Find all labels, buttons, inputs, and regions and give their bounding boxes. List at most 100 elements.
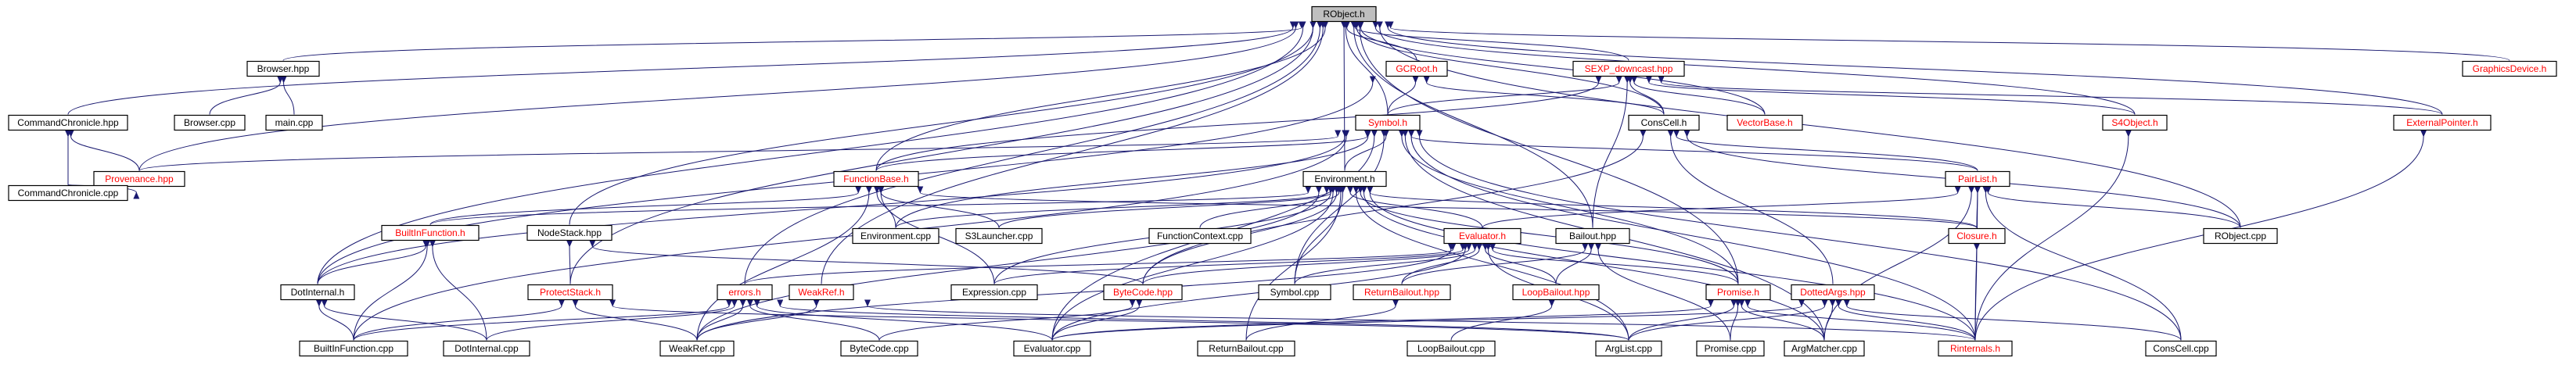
node-box[interactable] xyxy=(381,224,480,241)
node-rinternals-h[interactable]: Rinternals.h xyxy=(1938,340,2013,357)
node-browser-hpp[interactable]: Browser.hpp xyxy=(246,60,320,77)
node-weakref-h[interactable]: WeakRef.h xyxy=(789,284,854,301)
node-box[interactable] xyxy=(950,284,1038,301)
node-sexp-downcast-hpp[interactable]: SEXP_downcast.hpp xyxy=(1572,60,1685,77)
node-box[interactable] xyxy=(2462,60,2557,77)
node-box[interactable] xyxy=(2393,114,2492,131)
node-box[interactable] xyxy=(443,340,530,357)
node-environment-cpp[interactable]: Environment.cpp xyxy=(852,227,940,245)
node-weakref-cpp[interactable]: WeakRef.cpp xyxy=(659,340,735,357)
node-box[interactable] xyxy=(2203,227,2278,245)
node-box[interactable] xyxy=(955,227,1043,245)
node-box[interactable] xyxy=(1572,60,1685,77)
node-closure-h[interactable]: Closure.h xyxy=(1948,227,2006,245)
node-commandchronicle-hpp[interactable]: CommandChronicle.hpp xyxy=(8,114,128,131)
node-box[interactable] xyxy=(1705,284,1771,301)
node-box[interactable] xyxy=(1791,284,1875,301)
node-box[interactable] xyxy=(299,340,408,357)
node-box[interactable] xyxy=(717,284,773,301)
node-pairlist-h[interactable]: PairList.h xyxy=(1945,170,2010,188)
node-functioncontext-cpp[interactable]: FunctionContext.cpp xyxy=(1148,227,1252,245)
node-robject-cpp[interactable]: RObject.cpp xyxy=(2203,227,2278,245)
node-errors-h[interactable]: errors.h xyxy=(717,284,773,301)
node-box[interactable] xyxy=(1407,340,1496,357)
node-provenance-hpp[interactable]: Provenance.hpp xyxy=(93,170,185,188)
node-nodestack-hpp[interactable]: NodeStack.hpp xyxy=(526,224,613,241)
node-builtinfunction-cpp[interactable]: BuiltInFunction.cpp xyxy=(299,340,408,357)
node-protectstack-h[interactable]: ProtectStack.h xyxy=(527,284,613,301)
node-box[interactable] xyxy=(1311,5,1377,23)
node-arglist-cpp[interactable]: ArgList.cpp xyxy=(1595,340,1662,357)
node-evaluator-h[interactable]: Evaluator.h xyxy=(1443,227,1522,245)
node-conscell-h[interactable]: ConsCell.h xyxy=(1628,114,1700,131)
node-box[interactable] xyxy=(93,170,185,188)
node-box[interactable] xyxy=(174,114,246,131)
node-returnbailout-cpp[interactable]: ReturnBailout.cpp xyxy=(1197,340,1295,357)
node-box[interactable] xyxy=(840,340,918,357)
node-box[interactable] xyxy=(852,227,940,245)
node-box[interactable] xyxy=(265,114,323,131)
node-promise-cpp[interactable]: Promise.cpp xyxy=(1696,340,1765,357)
node-box[interactable] xyxy=(1726,114,1803,131)
node-s3launcher-cpp[interactable]: S3Launcher.cpp xyxy=(955,227,1043,245)
node-argmatcher-cpp[interactable]: ArgMatcher.cpp xyxy=(1784,340,1865,357)
node-box[interactable] xyxy=(1696,340,1765,357)
node-expression-cpp[interactable]: Expression.cpp xyxy=(950,284,1038,301)
node-s4object-h[interactable]: S4Object.h xyxy=(2102,114,2168,131)
node-box[interactable] xyxy=(1512,284,1600,301)
node-dotinternal-h[interactable]: DotInternal.h xyxy=(280,284,355,301)
node-gcroot-h[interactable]: GCRoot.h xyxy=(1385,60,1448,77)
node-graphicsdevice-h[interactable]: GraphicsDevice.h xyxy=(2462,60,2557,77)
node-bailout-hpp[interactable]: Bailout.hpp xyxy=(1555,227,1630,245)
node-box[interactable] xyxy=(1945,170,2010,188)
node-vectorbase-h[interactable]: VectorBase.h xyxy=(1726,114,1803,131)
node-box[interactable] xyxy=(526,224,613,241)
node-box[interactable] xyxy=(280,284,355,301)
node-box[interactable] xyxy=(1555,227,1630,245)
node-box[interactable] xyxy=(1353,284,1451,301)
node-box[interactable] xyxy=(8,184,128,202)
node-builtinfunction-h[interactable]: BuiltInFunction.h xyxy=(381,224,480,241)
node-box[interactable] xyxy=(246,60,320,77)
node-box[interactable] xyxy=(1013,340,1091,357)
node-box[interactable] xyxy=(1443,227,1522,245)
node-box[interactable] xyxy=(789,284,854,301)
node-box[interactable] xyxy=(1103,284,1183,301)
node-box[interactable] xyxy=(1258,284,1331,301)
node-robject-h[interactable]: RObject.h xyxy=(1311,5,1377,23)
node-browser-cpp[interactable]: Browser.cpp xyxy=(174,114,246,131)
node-main-cpp[interactable]: main.cpp xyxy=(265,114,323,131)
node-box[interactable] xyxy=(1948,227,2006,245)
node-box[interactable] xyxy=(1302,170,1387,188)
node-functionbase-h[interactable]: FunctionBase.h xyxy=(833,170,919,188)
node-box[interactable] xyxy=(527,284,613,301)
node-box[interactable] xyxy=(2145,340,2217,357)
node-evaluator-cpp[interactable]: Evaluator.cpp xyxy=(1013,340,1091,357)
node-symbol-cpp[interactable]: Symbol.cpp xyxy=(1258,284,1331,301)
node-loopbailout-cpp[interactable]: LoopBailout.cpp xyxy=(1407,340,1496,357)
node-box[interactable] xyxy=(1148,227,1252,245)
node-promise-h[interactable]: Promise.h xyxy=(1705,284,1771,301)
node-box[interactable] xyxy=(1595,340,1662,357)
node-bytecode-cpp[interactable]: ByteCode.cpp xyxy=(840,340,918,357)
node-box[interactable] xyxy=(1355,114,1421,131)
node-bytecode-hpp[interactable]: ByteCode.hpp xyxy=(1103,284,1183,301)
node-box[interactable] xyxy=(1385,60,1448,77)
node-dottedargs-hpp[interactable]: DottedArgs.hpp xyxy=(1791,284,1875,301)
node-box[interactable] xyxy=(833,170,919,188)
node-symbol-h[interactable]: Symbol.h xyxy=(1355,114,1421,131)
node-loopbailout-hpp[interactable]: LoopBailout.hpp xyxy=(1512,284,1600,301)
node-box[interactable] xyxy=(2102,114,2168,131)
node-box[interactable] xyxy=(1628,114,1700,131)
node-box[interactable] xyxy=(659,340,735,357)
node-dotinternal-cpp[interactable]: DotInternal.cpp xyxy=(443,340,530,357)
node-externalpointer-h[interactable]: ExternalPointer.h xyxy=(2393,114,2492,131)
node-box[interactable] xyxy=(1197,340,1295,357)
node-environment-h[interactable]: Environment.h xyxy=(1302,170,1387,188)
node-returnbailout-hpp[interactable]: ReturnBailout.hpp xyxy=(1353,284,1451,301)
node-commandchronicle-cpp[interactable]: CommandChronicle.cpp xyxy=(8,184,128,202)
node-box[interactable] xyxy=(1784,340,1865,357)
node-box[interactable] xyxy=(1938,340,2013,357)
node-conscell-cpp[interactable]: ConsCell.cpp xyxy=(2145,340,2217,357)
node-box[interactable] xyxy=(8,114,128,131)
